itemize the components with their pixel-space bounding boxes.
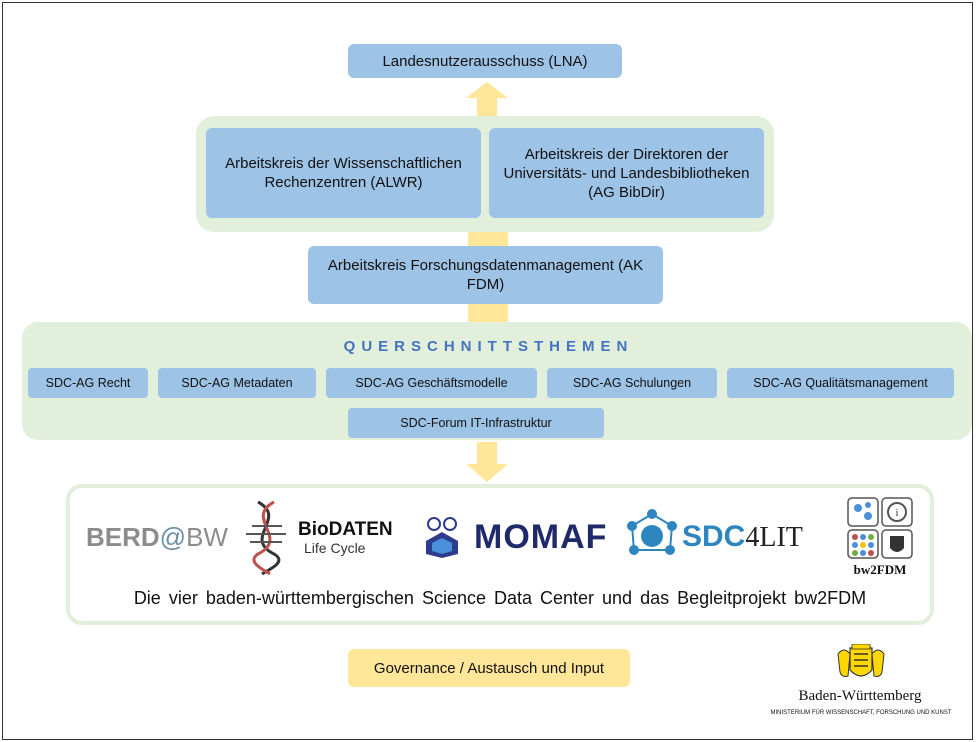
arrow-up-icon: [466, 82, 508, 120]
querschnitt-title: QUERSCHNITTSTHEMEN: [343, 338, 634, 355]
sdc4lit-network-icon: [627, 509, 677, 555]
ministry-name: Baden-Württemberg: [798, 688, 922, 704]
forum-it: SDC-Forum IT-Infrastruktur: [348, 408, 604, 438]
bw2fdm-grid-icon: i: [847, 497, 913, 559]
bw2fdm-logo: i bw2FDM: [846, 496, 914, 580]
momaf-cubes-icon: [426, 517, 458, 558]
wg-qualitaet: SDC-AG Qualitätsmanagement: [727, 368, 954, 398]
coat-of-arms-icon: [837, 644, 885, 677]
sdc4lit-logo: SDC4LIT: [682, 520, 803, 553]
ministry-subtitle: MINISTERIUM FÜR WISSENSCHAFT, FORSCHUNG …: [770, 710, 952, 716]
dna-helix-icon: [246, 500, 286, 576]
lna-box: Landesnutzerausschuss (LNA): [348, 44, 622, 78]
biodaten-logo: BioDATEN Life Cycle: [298, 519, 393, 557]
wg-metadaten: SDC-AG Metadaten: [158, 368, 316, 398]
akfdm-box: Arbeitskreis Forschungsdatenmanagement (…: [308, 246, 663, 304]
bw2fdm-label: bw2FDM: [853, 562, 907, 577]
wg-schulungen: SDC-AG Schulungen: [547, 368, 717, 398]
wg-recht: SDC-AG Recht: [28, 368, 148, 398]
sdc-caption: Die vier baden-württembergischen Science…: [133, 588, 867, 608]
berd-bw-logo: BERD@BW: [86, 522, 228, 552]
governance-legend: Governance / Austausch und Input: [348, 649, 630, 687]
connector: [468, 232, 508, 246]
sdc-panel: [66, 484, 934, 625]
wg-geschaeftsmodelle: SDC-AG Geschäftsmodelle: [326, 368, 537, 398]
connector: [468, 304, 508, 322]
arrow-down-icon: [466, 442, 508, 482]
momaf-logo: MOMAF: [474, 518, 608, 556]
alwr-box: Arbeitskreis der Wissenschaftlichen Rech…: [206, 128, 481, 218]
svg-text:i: i: [895, 507, 898, 519]
bibdir-box: Arbeitskreis der Direktoren der Universi…: [489, 128, 764, 218]
